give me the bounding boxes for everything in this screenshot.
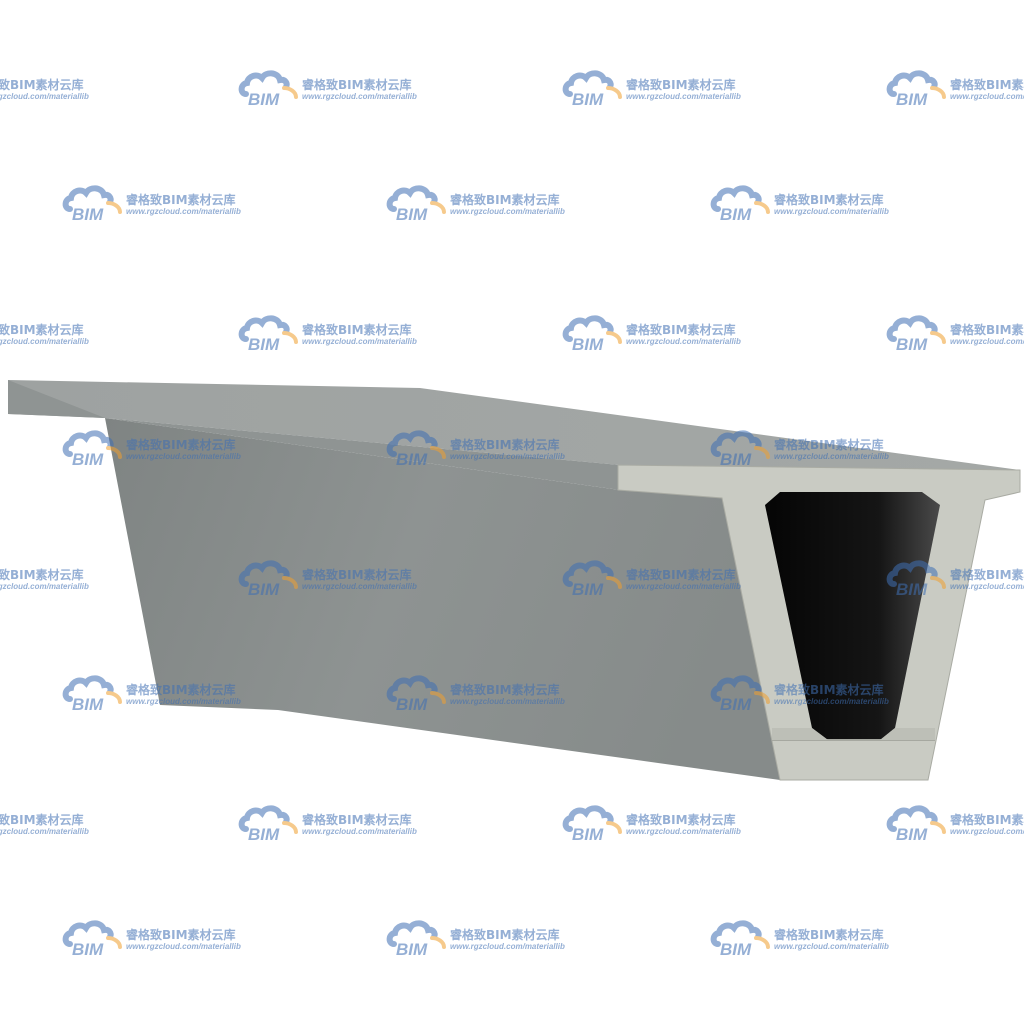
deck-side-edge bbox=[8, 380, 620, 490]
girder-cell-void bbox=[765, 492, 940, 740]
bottom-slab-fillet bbox=[880, 728, 935, 740]
girder-web-side bbox=[105, 418, 780, 780]
bottom-slab-fillet bbox=[772, 728, 828, 740]
